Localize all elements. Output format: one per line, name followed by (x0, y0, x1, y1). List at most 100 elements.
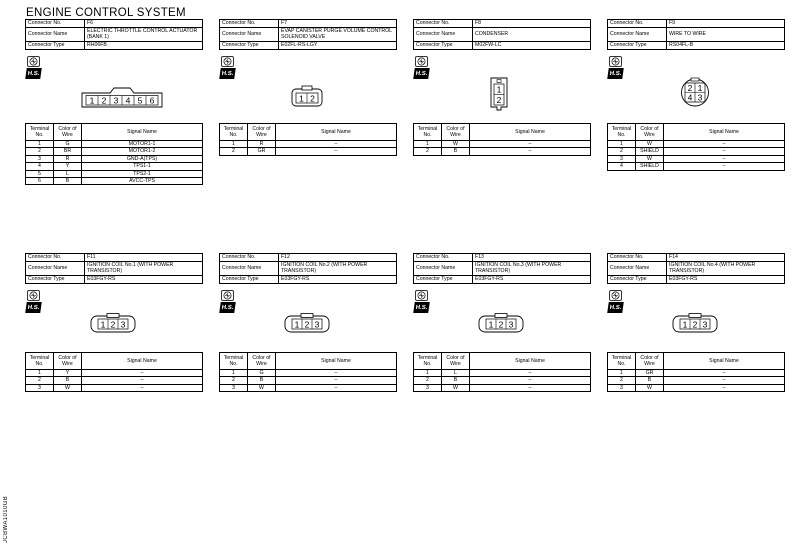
signal-name-cell: – (663, 147, 785, 156)
wire-color-cell: SHIELD (635, 147, 664, 156)
terminal-no-cell: 2 (25, 376, 54, 385)
harness-side-icon (414, 290, 428, 301)
terminal-no-cell: 3 (607, 154, 636, 164)
connector-name-value: ELECTRIC THROTTLE CONTROL ACTUATOR (BANK… (84, 26, 203, 42)
pin-label: 5 (138, 96, 143, 106)
color-of-wire-header: Color of Wire (53, 352, 82, 370)
terminal-table: Terminal No. Color of Wire Signal Name 1… (607, 123, 785, 171)
hs-symbol: H.S. (25, 290, 42, 314)
signal-name-cell: – (663, 162, 785, 171)
connector-type-value: RS04FL-B (666, 41, 785, 50)
terminal-no-cell: 1 (25, 368, 54, 378)
color-of-wire-header: Color of Wire (635, 123, 664, 141)
color-of-wire-header: Color of Wire (441, 352, 470, 370)
wire-color-cell: GR (247, 147, 276, 156)
connector-no-value: F7 (278, 19, 397, 28)
signal-name-cell: – (275, 147, 397, 156)
connector-no-value: F9 (666, 19, 785, 28)
pin-label: 1 (698, 83, 703, 93)
pin-label: 1 (299, 94, 304, 104)
terminal-no-header: Terminal No. (413, 123, 442, 141)
connector-type-label: Connector Type (413, 41, 473, 50)
wire-color-cell: B (247, 376, 276, 385)
signal-name-header: Signal Name (81, 123, 203, 141)
terminal-no-header: Terminal No. (219, 352, 248, 370)
wire-color-cell: W (247, 383, 276, 393)
connector-name-label: Connector Name (25, 26, 85, 42)
terminal-no-header: Terminal No. (219, 123, 248, 141)
signal-name-header: Signal Name (275, 123, 397, 141)
signal-name-header: Signal Name (81, 352, 203, 370)
pin-label: 3 (698, 93, 703, 103)
terminal-no-cell: 1 (413, 368, 442, 378)
hs-symbol: H.S. (219, 56, 236, 80)
connector-no-value: F12 (278, 253, 397, 262)
wire-color-cell: L (53, 169, 82, 178)
pin-label: 1 (489, 320, 494, 330)
color-of-wire-header: Color of Wire (247, 123, 276, 141)
color-of-wire-header: Color of Wire (635, 352, 664, 370)
signal-name-cell: – (275, 376, 397, 385)
terminal-no-cell: 3 (25, 383, 54, 393)
pin-label: 2 (497, 95, 502, 105)
pin-label: 3 (315, 320, 320, 330)
wire-color-cell: B (53, 176, 82, 186)
pin-label: 2 (111, 320, 116, 330)
pin-label: 4 (688, 93, 693, 103)
connector-no-value: F8 (472, 19, 591, 28)
terminal-no-cell: 3 (413, 383, 442, 393)
signal-name-header: Signal Name (469, 352, 591, 370)
terminal-no-cell: 6 (25, 176, 54, 186)
terminal-table: Terminal No. Color of Wire Signal Name 1… (219, 352, 397, 393)
signal-name-cell: – (469, 376, 591, 385)
signal-name-header: Signal Name (663, 123, 785, 141)
hs-badge: H.S. (25, 302, 42, 313)
connector-no-label: Connector No. (219, 19, 279, 28)
signal-name-cell: TPS2-1 (81, 169, 203, 178)
hs-symbol: H.S. (25, 56, 42, 80)
wire-color-cell: W (635, 154, 664, 164)
wire-color-cell: W (635, 139, 664, 149)
pin-label: 2 (305, 320, 310, 330)
terminal-no-cell: 1 (25, 139, 54, 149)
signal-name-cell: – (469, 147, 591, 156)
page-title: ENGINE CONTROL SYSTEM (26, 7, 186, 19)
signal-name-cell: – (469, 383, 591, 393)
pin-label: 2 (102, 96, 107, 106)
terminal-no-cell: 5 (25, 169, 54, 178)
signal-name-cell: MOTOR1-1 (81, 139, 203, 149)
signal-name-header: Signal Name (275, 352, 397, 370)
harness-side-icon (414, 56, 428, 67)
hs-badge: H.S. (607, 302, 624, 313)
pin-label: 3 (114, 96, 119, 106)
connector-name-value: IGNITION COIL No.1 (WITH POWER TRANSISTO… (84, 260, 203, 276)
terminal-no-cell: 2 (607, 147, 636, 156)
wire-color-cell: R (53, 154, 82, 164)
harness-side-icon (220, 56, 234, 67)
hs-symbol: H.S. (607, 290, 624, 314)
